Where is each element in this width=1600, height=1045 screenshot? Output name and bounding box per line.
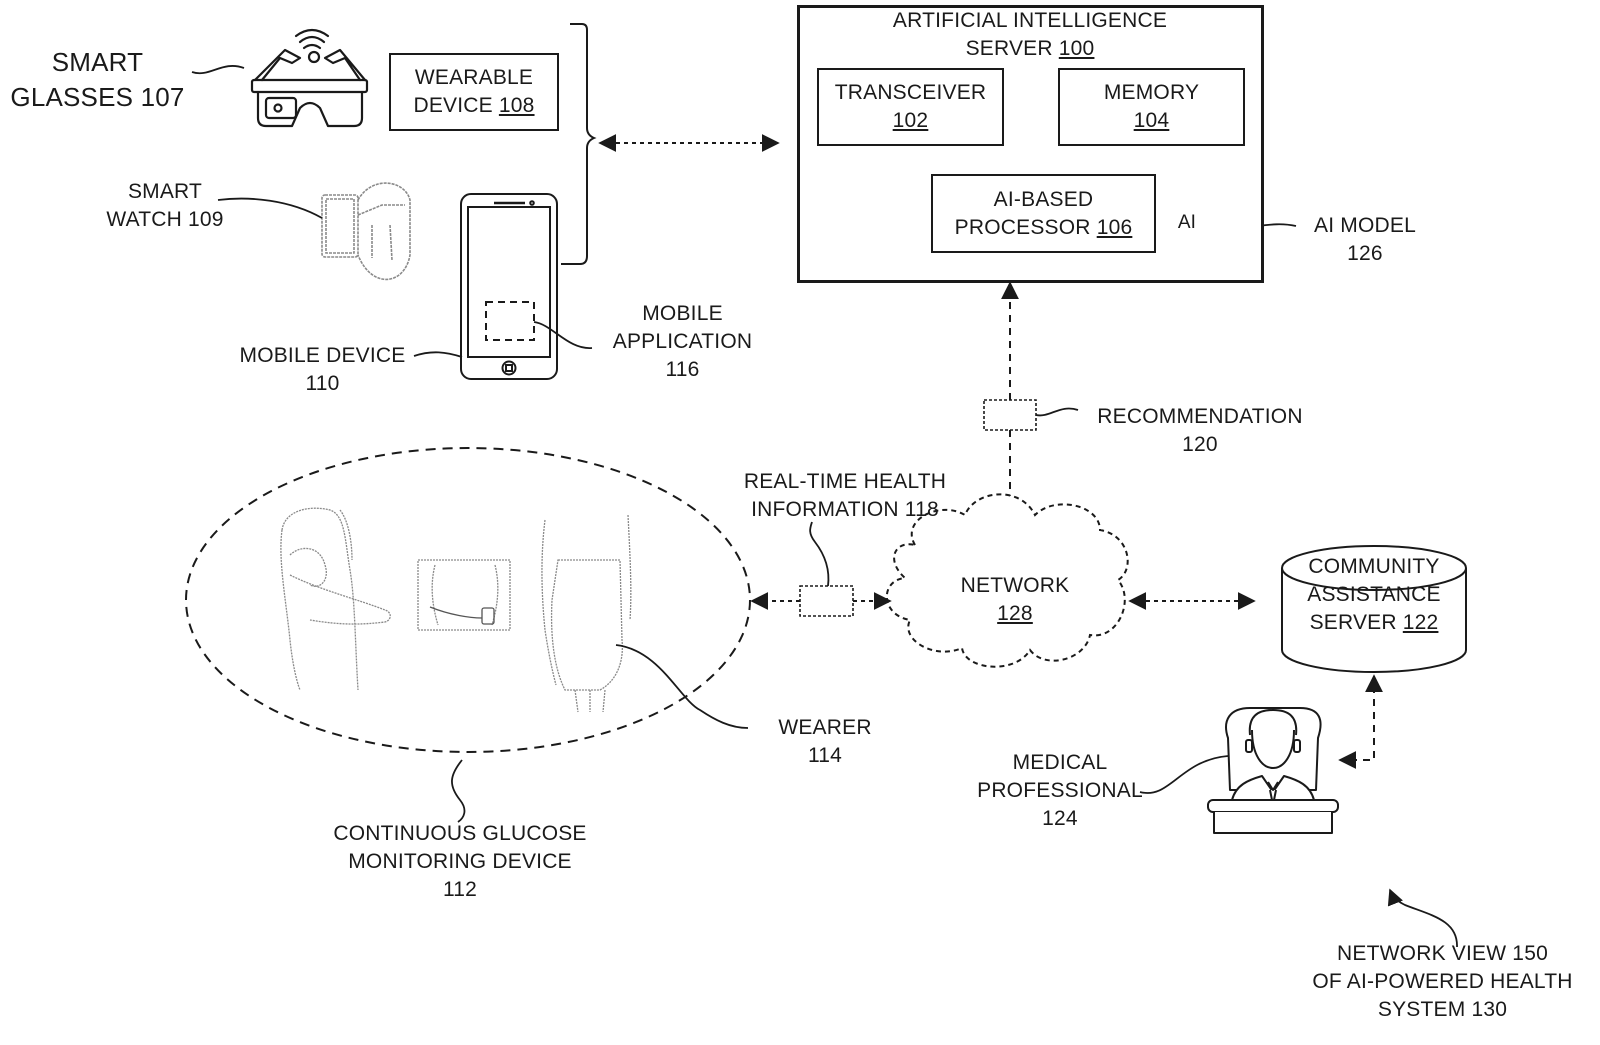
community-server-ref: 122	[1402, 611, 1439, 634]
processor-label-text: PROCESSOR	[954, 215, 1091, 239]
cgm-wearer-ellipse	[185, 447, 751, 753]
network-view-label-line3: SYSTEM 130	[1377, 998, 1508, 1021]
mobile-device-icon	[460, 193, 558, 380]
smart-watch-label-line2: WATCH 109	[106, 208, 224, 231]
real-time-health-label-line1: REAL-TIME HEALTH	[743, 470, 947, 493]
wearable-device-label-line1: WEARABLE	[414, 66, 534, 89]
ai-processor-box[interactable]: AI-BASED PROCESSOR 106	[931, 174, 1156, 253]
wearer-sketch-left	[280, 507, 391, 691]
recommendation-label-line1: RECOMMENDATION	[1097, 405, 1303, 428]
health-info-packet	[799, 585, 854, 617]
medical-professional-icon	[1207, 707, 1339, 834]
smart-watch-icon	[321, 182, 411, 281]
community-server-label-text: SERVER	[1309, 611, 1397, 634]
cgm-device-leader	[451, 759, 466, 823]
wearer-sketch-right	[541, 514, 632, 713]
transceiver-label: TRANSCEIVER	[834, 81, 987, 104]
wearer-label-line2: 114	[807, 744, 843, 767]
ai-model-label-line1: AI MODEL	[1314, 214, 1416, 237]
mobile-device-leader	[413, 351, 463, 358]
network-view-pointer	[1387, 888, 1458, 948]
memory-label: MEMORY	[1103, 81, 1200, 104]
mobile-application-label-line3: 116	[665, 358, 700, 381]
processor-label-line1: AI-BASED	[993, 187, 1094, 211]
ai-server-title-line2: SERVER 100	[820, 35, 1240, 63]
ai-model-label-line2: 126	[1347, 242, 1383, 265]
wearable-device-label-line2: DEVICE 108	[413, 92, 534, 120]
network-label: NETWORK	[960, 574, 1070, 597]
smart-glasses-icon	[250, 28, 369, 128]
transceiver-ref: 102	[892, 109, 929, 132]
medical-professional-label-line1: MEDICAL	[1012, 751, 1108, 774]
wearable-device-label-text: DEVICE	[413, 94, 493, 117]
cgm-device-label-line2: MONITORING DEVICE	[348, 850, 572, 873]
community-server-label-line2: ASSISTANCE	[1307, 583, 1441, 606]
real-time-health-label-line2: INFORMATION 118	[751, 498, 939, 521]
medical-professional-label-line3: 124	[1042, 807, 1078, 830]
memory-box[interactable]: MEMORY 104	[1058, 68, 1245, 146]
mobile-device-label-line1: MOBILE DEVICE	[239, 344, 406, 367]
community-server-cylinder	[1281, 545, 1467, 673]
cgm-device-label-line3: 112	[442, 878, 478, 901]
medical-professional-leader	[1139, 755, 1229, 794]
recommendation-leader	[1035, 407, 1079, 417]
community-server-label-line3: SERVER 122	[1284, 609, 1464, 637]
community-server-label-line1: COMMUNITY	[1308, 555, 1440, 578]
network-cloud	[885, 493, 1129, 668]
smart-watch-leader	[217, 197, 323, 219]
health-info-leader	[809, 521, 830, 587]
ai-server-title-line1: ARTIFICIAL INTELLIGENCE	[892, 9, 1168, 32]
mobile-device-label-line2: 110	[305, 372, 340, 395]
memory-ref: 104	[1133, 109, 1170, 132]
network-view-label-line2: OF AI-POWERED HEALTH	[1312, 970, 1573, 993]
smart-glasses-label-line2: GLASSES 107	[10, 82, 185, 112]
recommendation-packet	[983, 399, 1037, 431]
wearable-device-ref: 108	[498, 94, 535, 117]
smart-glasses-leader	[191, 65, 245, 75]
ai-server-title-text: SERVER	[965, 37, 1053, 60]
network-ref: 128	[997, 602, 1033, 625]
processor-label-line2: PROCESSOR 106	[955, 214, 1133, 242]
cgm-device-label-line1: CONTINUOUS GLUCOSE	[333, 822, 587, 845]
smart-watch-label-line1: SMART	[127, 180, 203, 203]
wearable-device-box[interactable]: WEARABLE DEVICE 108	[389, 53, 559, 131]
smart-glasses-label-line1: SMART	[51, 47, 144, 77]
wearer-leader	[615, 644, 749, 729]
network-view-label-line1: NETWORK VIEW 150	[1337, 942, 1548, 965]
mobile-application-label-line1: MOBILE	[642, 302, 723, 325]
mobile-application-label-line2: APPLICATION	[612, 330, 753, 353]
cgm-device-closeup-sketch	[417, 559, 511, 631]
recommendation-label-line2: 120	[1182, 433, 1218, 456]
processor-ref: 106	[1096, 215, 1133, 239]
transceiver-box[interactable]: TRANSCEIVER 102	[817, 68, 1004, 146]
wearer-label-line1: WEARER	[778, 716, 872, 739]
ai-chip-label: AI	[1177, 212, 1197, 233]
medical-professional-label-line2: PROFESSIONAL	[977, 779, 1143, 802]
device-group-brace	[561, 23, 597, 265]
ai-server-ref: 100	[1058, 37, 1095, 60]
medical-to-server-connector	[1350, 674, 1383, 761]
mobile-application-leader	[533, 321, 593, 349]
